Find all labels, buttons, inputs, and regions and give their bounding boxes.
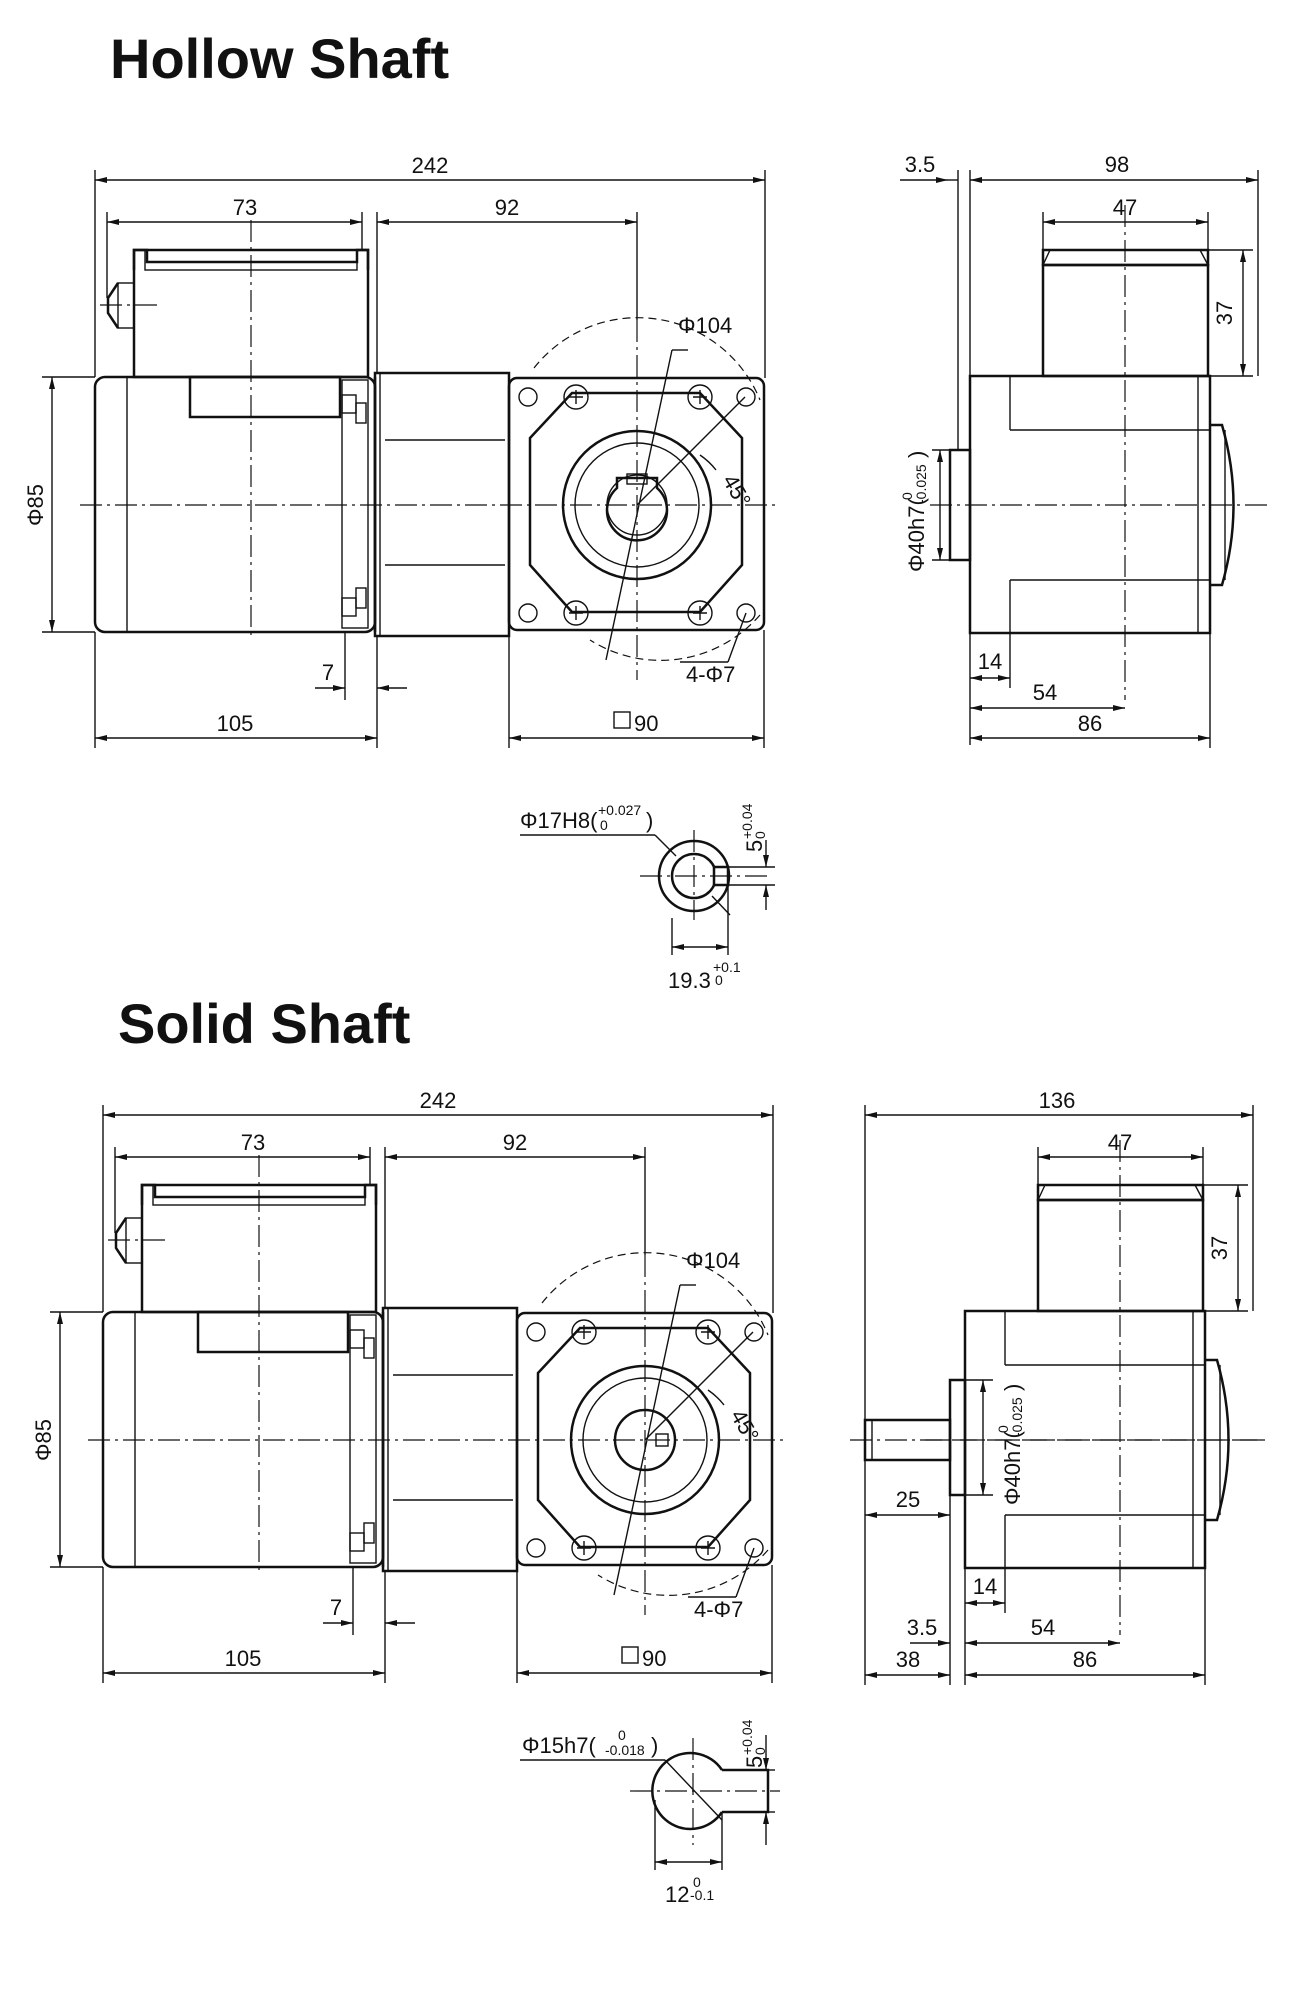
- front-view-hollow: 242 73 92 Φ85 7 105 Φ104 45° 4-Φ7 90: [23, 153, 782, 748]
- dim-box-height: 37: [1207, 1236, 1232, 1260]
- dim-pilot-tol-upper: 0: [899, 492, 915, 500]
- side-view-solid: 136 47 37 Φ40h7( 0 -0.025 ) 25 14 3.5 54…: [850, 1088, 1267, 1685]
- side-view-hollow: 3.5 98 47 37 Φ40h7( 0 -0.025 ) 14 54 86: [899, 152, 1272, 748]
- dim-pilot-close: ): [1000, 1384, 1025, 1391]
- dim-pilot-tol-upper: 0: [995, 1425, 1011, 1433]
- dim-key-tol-upper: +0.04: [739, 1719, 755, 1755]
- dim-pilot-tol-lower: -0.025: [1009, 1397, 1025, 1437]
- dim-key-width-group: 5 +0.04 0: [739, 803, 768, 852]
- dim-d2: 54: [1033, 680, 1057, 705]
- dim-holes: 4-Φ7: [694, 1597, 743, 1622]
- dim-pilot-group: Φ40h7( 0 -0.025 ): [995, 1384, 1025, 1505]
- square-symbol-icon: [613, 711, 631, 729]
- dim-key-tol-lower: 0: [752, 831, 768, 839]
- dim-depth-tol-lower: 0: [715, 972, 723, 988]
- dim-holes: 4-Φ7: [686, 662, 735, 687]
- dim-d3: 86: [1078, 711, 1102, 736]
- dim-key-tol-upper: +0.04: [739, 803, 755, 839]
- dim-terminal-box-width: 73: [241, 1130, 265, 1155]
- dim-key-width-group: 5 +0.04 0: [739, 1719, 768, 1768]
- dim-bore-tol-upper: +0.027: [598, 802, 641, 818]
- dim-total-length: 242: [412, 153, 449, 178]
- dim-depth-tol-upper: 0: [693, 1874, 701, 1890]
- dim-gear-to-output: 92: [503, 1130, 527, 1155]
- dim-bore: Φ17H8(: [520, 808, 598, 833]
- dim-pcd: Φ104: [686, 1248, 740, 1273]
- dim-motor-diameter: Φ85: [31, 1419, 56, 1461]
- dim-shaft-total: 38: [896, 1647, 920, 1672]
- dim-motor-length: 105: [217, 711, 254, 736]
- dim-key-width: 5: [742, 1756, 767, 1768]
- square-symbol-icon: [621, 1646, 639, 1664]
- dim-shaft-length: 25: [896, 1487, 920, 1512]
- dim-gear-to-output: 92: [495, 195, 519, 220]
- dim-square: 90: [634, 711, 658, 736]
- dim-pcd: Φ104: [678, 313, 732, 338]
- dim-box-depth: 47: [1113, 195, 1137, 220]
- dim-flange-offset: 7: [330, 1595, 342, 1620]
- dim-flange-thickness: 3.5: [905, 152, 936, 177]
- dim-pilot-group: Φ40h7( 0 -0.025 ): [899, 451, 929, 572]
- dim-pilot: Φ40h7(: [1000, 1431, 1025, 1505]
- dim-pilot-tol-lower: -0.025: [913, 464, 929, 504]
- dim-d1: 14: [978, 649, 1002, 674]
- dim-dia-tol-lower: -0.018: [605, 1742, 645, 1758]
- dim-key-width: 5: [742, 840, 767, 852]
- dim-total-length: 242: [420, 1088, 457, 1113]
- dim-bore-close: ): [646, 808, 653, 833]
- dim-total-depth: 136: [1039, 1088, 1076, 1113]
- dim-box-height: 37: [1212, 301, 1237, 325]
- dim-terminal-box-width: 73: [233, 195, 257, 220]
- dim-box-depth: 47: [1108, 1130, 1132, 1155]
- dim-dia-close: ): [651, 1733, 658, 1758]
- front-view-solid: 242 73 92 Φ85 7 105 Φ104 45° 4-Φ7 90: [31, 1088, 790, 1683]
- dim-pilot: Φ40h7(: [904, 498, 929, 572]
- section-title-solid-shaft: Solid Shaft: [118, 992, 410, 1055]
- dim-flange-thickness: 3.5: [907, 1615, 938, 1640]
- shaft-detail-hollow: Φ17H8( +0.027 0 ) 5 +0.04 0 19.3 +0.1 0: [520, 802, 775, 993]
- dim-bore-tol-lower: 0: [600, 817, 608, 833]
- dim-d3: 86: [1073, 1647, 1097, 1672]
- dim-key-tol-lower: 0: [752, 1747, 768, 1755]
- section-title-hollow-shaft: Hollow Shaft: [110, 27, 449, 90]
- dim-key-depth: 19.3: [668, 968, 711, 993]
- dim-d2: 54: [1031, 1615, 1055, 1640]
- dim-square: 90: [642, 1646, 666, 1671]
- dim-pilot-close: ): [904, 451, 929, 458]
- dim-dia-tol-upper: 0: [618, 1727, 626, 1743]
- dim-key-depth: 12: [665, 1882, 689, 1907]
- dim-motor-length: 105: [225, 1646, 262, 1671]
- dim-d1: 14: [973, 1574, 997, 1599]
- dim-diameter: Φ15h7(: [522, 1733, 596, 1758]
- dim-flange-offset: 7: [322, 660, 334, 685]
- dim-depth-tol-lower: -0.1: [690, 1887, 714, 1903]
- dim-total-depth: 98: [1105, 152, 1129, 177]
- shaft-detail-solid: Φ15h7( 0 -0.018 ) 5 +0.04 0 12 0 -0.1: [520, 1719, 780, 1907]
- dim-motor-diameter: Φ85: [23, 484, 48, 526]
- dim-depth-tol-upper: +0.1: [713, 959, 741, 975]
